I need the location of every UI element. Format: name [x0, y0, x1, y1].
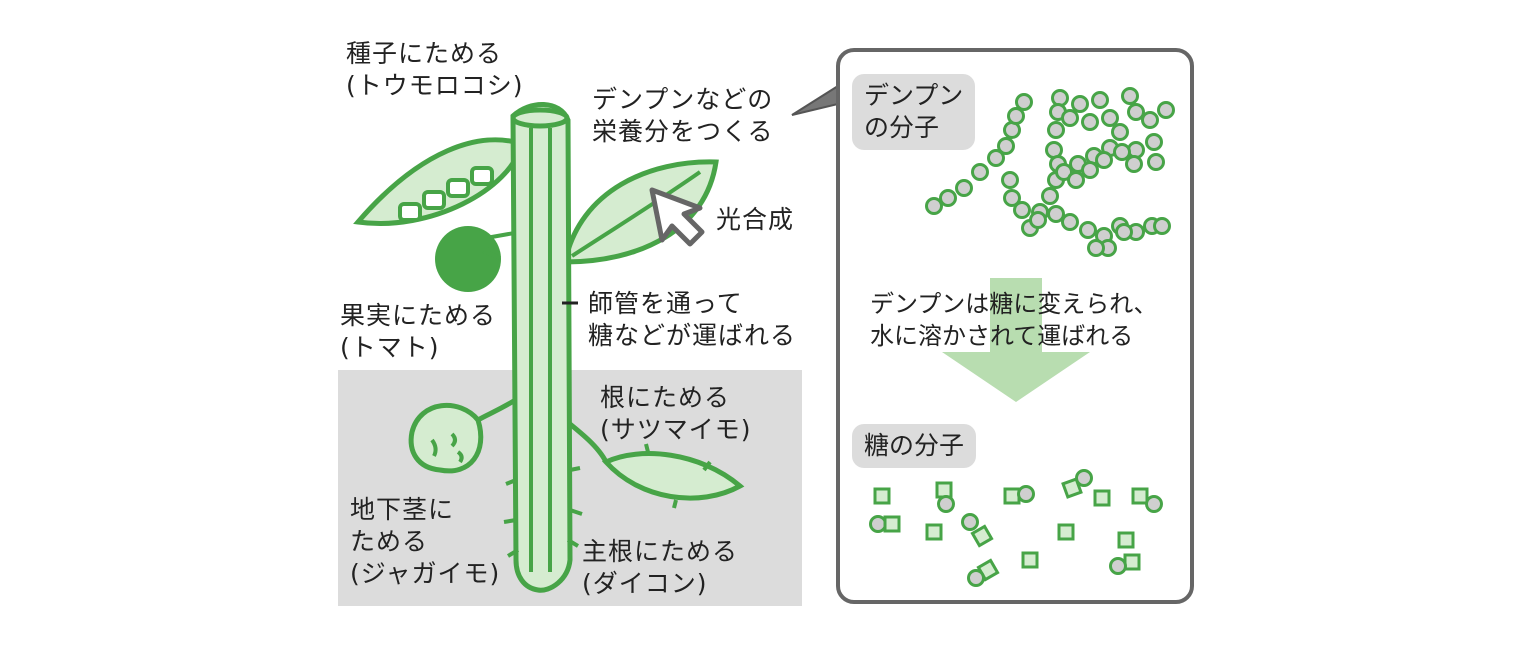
starch-title-line2: の分子	[864, 113, 940, 142]
starch-bead	[1061, 109, 1079, 127]
sugar-circle	[961, 513, 979, 531]
starch-molecule-chain	[925, 87, 1175, 257]
starch-bead	[1047, 121, 1065, 139]
starch-bead	[1091, 91, 1109, 109]
tuber-line2: ためる	[350, 527, 429, 556]
tuber-label: 地下茎に ためる (ジャガイモ)	[350, 494, 500, 590]
starch-bead	[971, 163, 989, 181]
phloem-label-line2: 糖などが運ばれる	[588, 321, 797, 350]
starch-bead	[987, 149, 1005, 167]
starch-bead	[1015, 93, 1033, 111]
tuber-line3: (ジャガイモ)	[350, 559, 501, 588]
pea-pod	[353, 137, 526, 226]
starch-bead	[1081, 161, 1099, 179]
starch-bead	[1157, 101, 1175, 119]
starch-bead	[997, 137, 1015, 155]
starch-bead	[1047, 205, 1065, 223]
sugar-square	[883, 515, 901, 533]
starch-title-line1: デンプン	[864, 81, 964, 110]
tuber-line1: 地下茎に	[350, 495, 455, 524]
seed-label: 種子にためる (トウモロコシ)	[346, 38, 524, 102]
sugar-circle	[1075, 469, 1093, 487]
starch-title: デンプン の分子	[852, 74, 976, 150]
taproot-line1: 主根にためる	[582, 537, 739, 566]
starch-bead	[1055, 163, 1073, 181]
sunlight-arrow	[649, 187, 705, 247]
root-store-label: 根にためる (サツマイモ)	[600, 382, 752, 446]
starch-bead	[1145, 133, 1163, 151]
sugar-circle	[1109, 557, 1127, 575]
sugar-square	[1003, 487, 1021, 505]
conversion-arrow	[942, 278, 1090, 402]
tomato	[435, 226, 521, 292]
main-stem	[503, 102, 583, 593]
phloem-label-line1: 師管を通って	[588, 289, 743, 318]
conversion-text: デンプンは糖に変えられ、 水に溶かされて運ばれる	[870, 288, 1158, 352]
starch-bead	[1001, 171, 1019, 189]
starch-bead	[1081, 113, 1099, 131]
sugar-title: 糖の分子	[852, 424, 977, 468]
sugar-square	[1117, 531, 1135, 549]
seed-label-line2: (トウモロコシ)	[346, 71, 524, 100]
sugar-circle	[967, 569, 985, 587]
sugar-square	[935, 481, 953, 499]
fruit-label-line1: 果実にためる	[340, 301, 497, 330]
sugar-circle	[1017, 485, 1035, 503]
photosynthesis-label: 光合成	[716, 205, 795, 234]
starch-bead	[1041, 187, 1059, 205]
sugar-square	[970, 524, 994, 548]
sugar-circle	[1145, 495, 1163, 513]
sugar-square	[1123, 553, 1141, 571]
starch-bead	[1003, 189, 1021, 207]
sugar-circle	[937, 495, 955, 513]
sugar-square	[1057, 523, 1075, 541]
starch-bead	[1013, 201, 1031, 219]
seed-label-line1: 種子にためる	[346, 39, 503, 68]
fruit-label: 果実にためる (トマト)	[340, 300, 496, 364]
sugar-square	[1021, 551, 1039, 569]
starch-bead	[925, 197, 943, 215]
root-store-line2: (サツマイモ)	[600, 415, 752, 444]
starch-bead	[1125, 155, 1143, 173]
starch-bead	[1147, 153, 1165, 171]
starch-bead	[1007, 107, 1025, 125]
taproot-label: 主根にためる (ダイコン)	[582, 536, 738, 600]
phloem-label: 師管を通って 糖などが運ばれる	[588, 288, 796, 352]
starch-bead	[1061, 213, 1079, 231]
sugar-square	[925, 523, 943, 541]
sugar-square	[1131, 487, 1149, 505]
callout-pointer	[791, 84, 839, 116]
starch-bead	[1071, 95, 1089, 113]
starch-make-line1: デンプンなどの	[592, 85, 774, 114]
starch-bead	[1113, 143, 1131, 161]
root-store-line1: 根にためる	[600, 383, 731, 412]
starch-bead	[1067, 171, 1085, 189]
starch-bead	[955, 179, 973, 197]
leaf	[561, 159, 719, 265]
starch-bead	[1101, 109, 1119, 127]
conversion-line1: デンプンは糖に変えられ、	[870, 290, 1158, 318]
starch-bead	[1127, 103, 1145, 121]
sugar-circle	[869, 515, 887, 533]
starch-bead	[1121, 87, 1139, 105]
sugar-square	[873, 487, 891, 505]
potato	[408, 393, 524, 474]
starch-bead	[1029, 211, 1047, 229]
starch-bead	[1087, 239, 1105, 257]
starch-bead	[1079, 221, 1097, 239]
starch-make-line2: 栄養分をつくる	[592, 117, 774, 146]
taproot-line2: (ダイコン)	[582, 569, 708, 598]
conversion-line2: 水に溶かされて運ばれる	[870, 322, 1134, 350]
sugar-square	[1061, 477, 1083, 499]
starch-bead	[1153, 217, 1171, 235]
sugar-square	[1093, 489, 1111, 507]
starch-make-label: デンプンなどの 栄養分をつくる	[592, 84, 774, 148]
fruit-label-line2: (トマト)	[340, 333, 440, 362]
starch-bead	[1115, 223, 1133, 241]
starch-bead	[939, 189, 957, 207]
starch-bead	[1141, 111, 1159, 129]
sugar-molecules	[869, 469, 1163, 587]
starch-bead	[1095, 151, 1113, 169]
starch-bead	[1111, 123, 1129, 141]
